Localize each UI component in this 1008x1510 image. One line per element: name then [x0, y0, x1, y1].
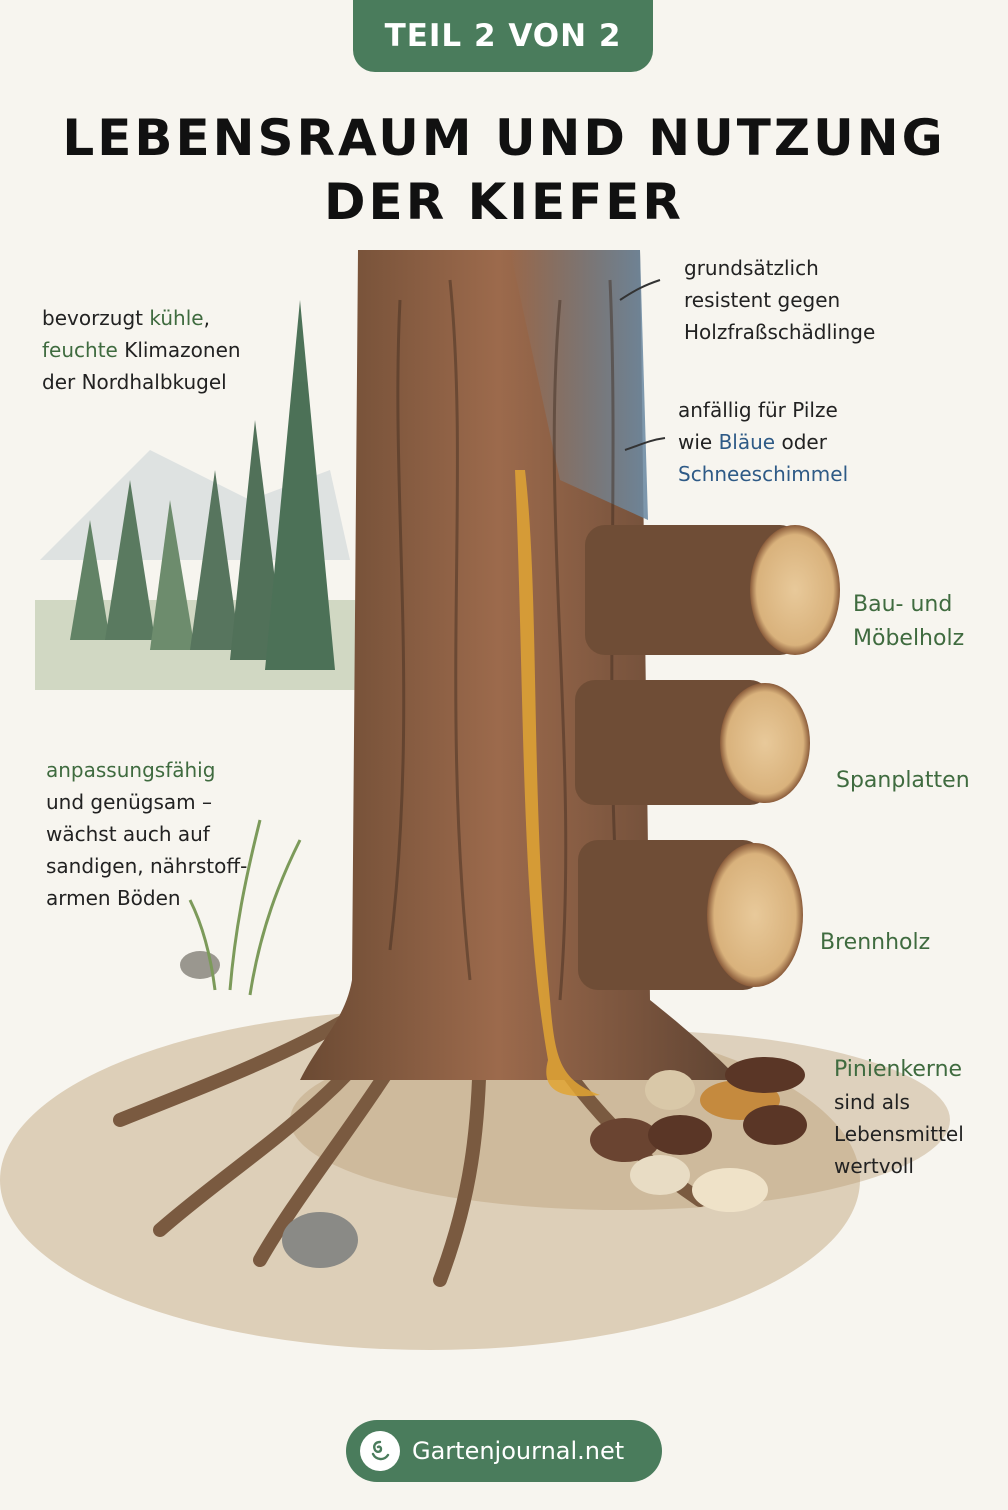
adapt-line-4: sandigen, nährstoff- [46, 854, 248, 878]
part-badge: TEIL 2 VON 2 [353, 0, 653, 72]
use-construction-line-1: Bau- und [853, 592, 953, 617]
adapt-note: anpassungsfähig und genügsam – wächst au… [46, 754, 247, 914]
climate-post: Klimazonen [117, 338, 241, 362]
title-line-2: DER KIEFER [324, 173, 684, 231]
fungi-hl-blaeue: Bläue [718, 430, 776, 454]
pine-nuts [590, 1057, 807, 1212]
resistant-line-1: grundsätzlich [684, 256, 819, 280]
resin [515, 470, 600, 1097]
nuts-note: Pinienkerne sind als Lebensmittel wertvo… [834, 1054, 964, 1182]
climate-comma: , [203, 306, 210, 330]
grass [188, 819, 302, 996]
fungi-hl-snow-mold: Schneeschimmel [678, 462, 849, 486]
stone [282, 1212, 358, 1268]
use-firewood: Brennholz [820, 930, 931, 955]
log-span [575, 680, 810, 805]
ground [0, 1010, 860, 1350]
resistant-line-3: Holzfraßschädlinge [684, 320, 876, 344]
log-bau [585, 525, 840, 655]
climate-pre: bevorzugt [42, 306, 150, 330]
nuts-line-2: sind als [834, 1090, 910, 1114]
leaf-hand-icon [360, 1431, 400, 1471]
fungi-mid: oder [775, 430, 827, 454]
forest [35, 300, 355, 690]
brand-footer[interactable]: Gartenjournal.net [346, 1420, 662, 1482]
climate-hl-cool: kühle [149, 306, 204, 330]
climate-line-3: der Nordhalbkugel [42, 370, 227, 394]
nuts-line-4: wertvoll [834, 1154, 914, 1178]
adapt-line-3: wächst auch auf [46, 822, 210, 846]
page-title: LEBENSRAUM UND NUTZUNG DER KIEFER [0, 106, 1008, 234]
use-construction: Bau- und Möbelholz [853, 588, 964, 656]
use-construction-line-2: Möbelholz [853, 626, 965, 651]
adapt-line-2: und genügsam – [46, 790, 212, 814]
brand-name: Gartenjournal.net [412, 1437, 625, 1465]
adapt-hl: anpassungsfähig [46, 758, 216, 782]
nuts-line-3: Lebensmittel [834, 1122, 964, 1146]
fungi-pre: wie [678, 430, 719, 454]
log-brenn [578, 840, 803, 990]
nuts-hl: Pinienkerne [834, 1057, 963, 1082]
use-chipboard: Spanplatten [836, 768, 970, 793]
fungi-line-1: anfällig für Pilze [678, 398, 838, 422]
adapt-line-5: armen Böden [46, 886, 181, 910]
fungi-note: anfällig für Pilze wie Bläue oder Schnee… [678, 394, 848, 490]
title-line-1: LEBENSRAUM UND NUTZUNG [62, 109, 946, 167]
climate-hl-humid: feuchte [42, 338, 118, 362]
resistant-note: grundsätzlich resistent gegen Holzfraßsc… [684, 252, 875, 348]
climate-note: bevorzugt kühle, feuchte Klimazonen der … [42, 302, 241, 398]
resistant-line-2: resistent gegen [684, 288, 841, 312]
